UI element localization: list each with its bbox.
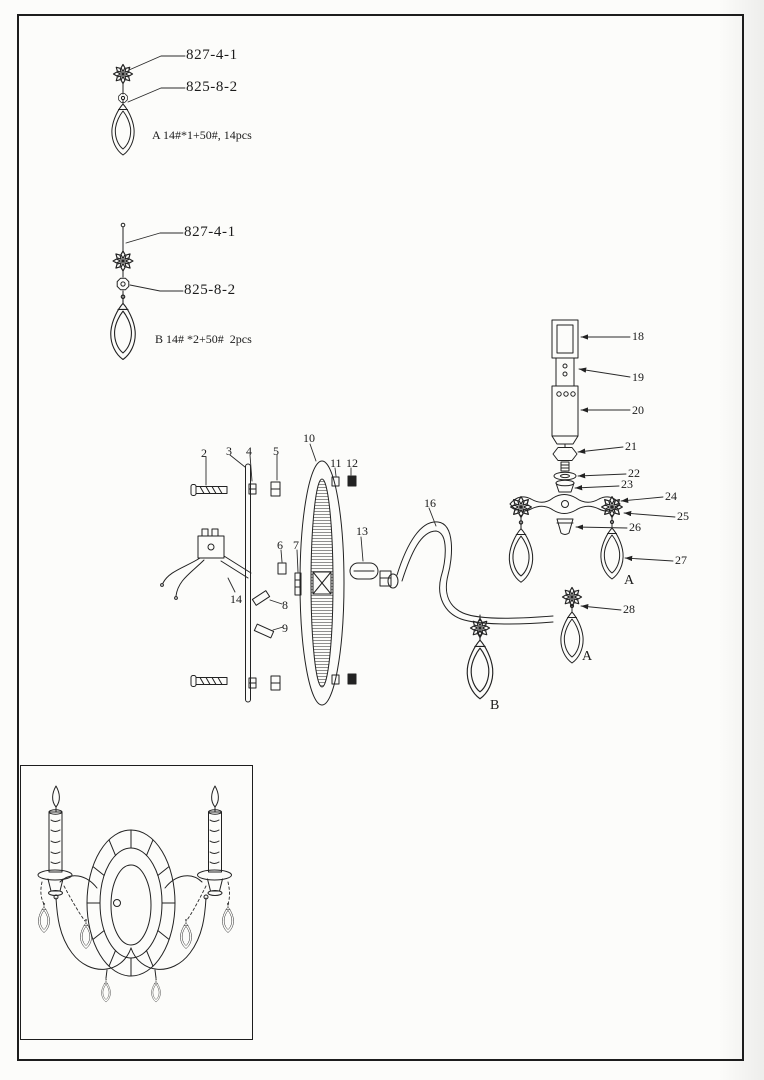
label-crystal-a-code-top: 827-4-1: [186, 47, 238, 63]
label-crystal-a-code-bottom: 825-8-2: [186, 79, 238, 95]
part-label-13: 13: [356, 524, 368, 538]
part-label-20: 20: [632, 403, 644, 417]
label-crystal-b-code-bottom: 825-8-2: [184, 282, 236, 298]
part-label-19: 19: [632, 370, 644, 384]
part-label-28: 28: [623, 602, 635, 616]
part-label-7: 7: [293, 538, 299, 552]
part-label-25: 25: [677, 509, 689, 523]
label-crystal-b-code-top: 827-4-1: [184, 224, 236, 240]
part-label-2: 2: [201, 446, 207, 460]
part-label-9: 9: [282, 621, 288, 635]
crystal-sample-b-drawing: [110, 222, 184, 361]
label-crystal-a-spec: A 14#*1+50#, 14pcs: [152, 128, 252, 142]
part-label-27: 27: [675, 553, 687, 567]
label-crystal-b-spec: B 14# *2+50# 2pcs: [155, 332, 252, 346]
part-label-23: 23: [621, 477, 633, 491]
part-label-11: 11: [330, 456, 342, 470]
part-label-16: 16: [424, 496, 436, 510]
part-label-3: 3: [226, 444, 232, 458]
part-label-18: 18: [632, 329, 644, 343]
part-label-10: 10: [303, 431, 315, 445]
part-label-24: 24: [665, 489, 677, 503]
marker-a-middle: A: [582, 649, 593, 664]
part-label-14: 14: [230, 592, 242, 606]
assembled-sconce-drawing: [37, 785, 234, 1003]
assembled-view-inset: [20, 765, 253, 1040]
part-label-6: 6: [277, 538, 283, 552]
part-label-4: 4: [246, 444, 252, 458]
exploded-wallplate-drawing: [160, 443, 392, 706]
part-label-8: 8: [282, 598, 288, 612]
part-label-12: 12: [346, 456, 358, 470]
page-border: [17, 14, 744, 1061]
part-label-26: 26: [629, 520, 641, 534]
part-label-5: 5: [273, 444, 279, 458]
crystal-sample-a-drawing: [111, 55, 186, 156]
marker-b-bottom: B: [490, 698, 500, 713]
candle-assembly-drawing: [466, 319, 676, 700]
part-label-21: 21: [625, 439, 637, 453]
part-label-22: 22: [628, 466, 640, 480]
marker-a-right: A: [624, 573, 635, 588]
wall-arm-drawing: [387, 507, 554, 625]
